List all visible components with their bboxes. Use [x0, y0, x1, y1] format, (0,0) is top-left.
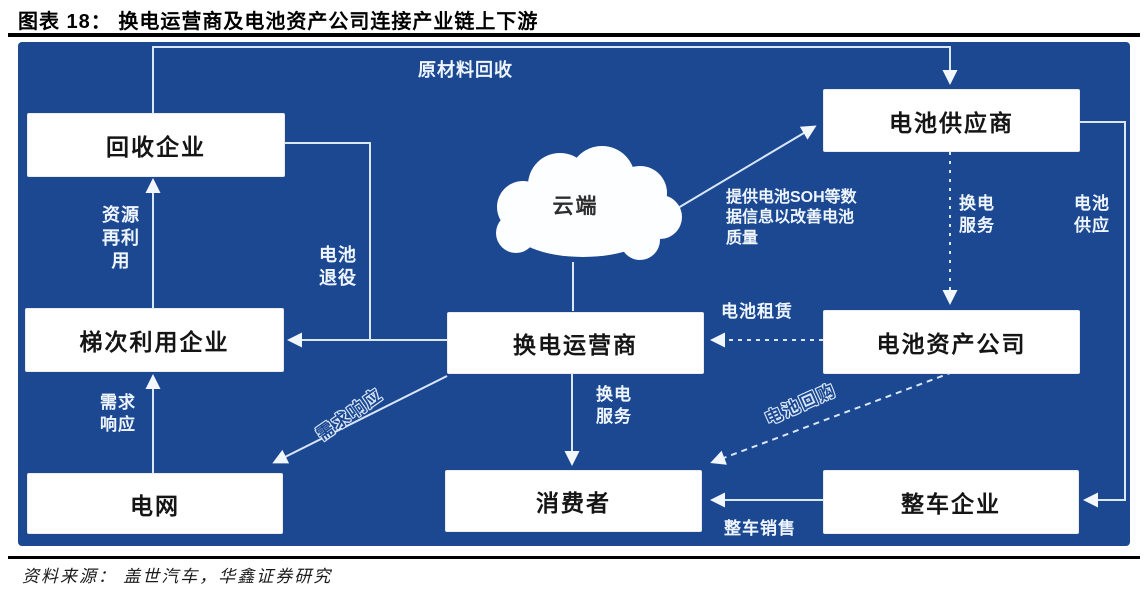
industry-chain-diagram: 云端 回收企业 电池供应商 梯次利用企业 换电运营商 电池资产公司 电网 消费者… — [18, 42, 1130, 546]
label-demand-response-left: 需求 响应 — [100, 393, 136, 434]
node-consumer: 消费者 — [445, 470, 702, 532]
source-note: 资料来源： 盖世汽车，华鑫证券研究 — [22, 567, 333, 586]
title-underline — [8, 33, 1140, 37]
label-battery-retire: 电池 退役 — [319, 245, 357, 289]
node-cascade-utilization: 梯次利用企业 — [25, 308, 284, 372]
label-swap-service-center: 换电 服务 — [596, 385, 632, 426]
label-battery-lease: 电池租赁 — [721, 302, 793, 321]
node-battery-supplier: 电池供应商 — [823, 89, 1080, 152]
label-resource-reuse: 资源 再利 用 — [102, 205, 140, 272]
node-swap-operator: 换电运营商 — [447, 312, 704, 374]
label-swap-service-right: 换电 服务 — [959, 194, 995, 235]
node-recycle-company: 回收企业 — [27, 113, 285, 177]
footer-divider — [8, 556, 1140, 559]
label-soh-data: 提供电池SOH等数 据信息以改善电池 质量 — [726, 189, 857, 247]
edge-soh-data — [677, 125, 817, 209]
edge-raw-material-recycle — [152, 46, 958, 113]
edge-battery-retire — [274, 142, 371, 339]
node-cloud: 云端 — [552, 195, 599, 218]
cloud-shape — [496, 146, 682, 260]
node-battery-asset-company: 电池资产公司 — [823, 310, 1080, 374]
connector-lines — [145, 46, 1126, 508]
edge-battery-buyback — [710, 371, 954, 465]
edge-demand-response-diagonal — [272, 375, 448, 464]
node-oem: 整车企业 — [823, 470, 1079, 534]
label-battery-supply: 电池 供应 — [1074, 194, 1110, 235]
edge-battery-supply — [1078, 121, 1126, 508]
label-vehicle-sales: 整车销售 — [724, 519, 796, 538]
figure-title: 图表 18： 换电运营商及电池资产公司连接产业链上下游 — [18, 11, 539, 33]
node-power-grid: 电网 — [27, 473, 283, 534]
label-raw-material-recycle: 原材料回收 — [418, 60, 513, 80]
